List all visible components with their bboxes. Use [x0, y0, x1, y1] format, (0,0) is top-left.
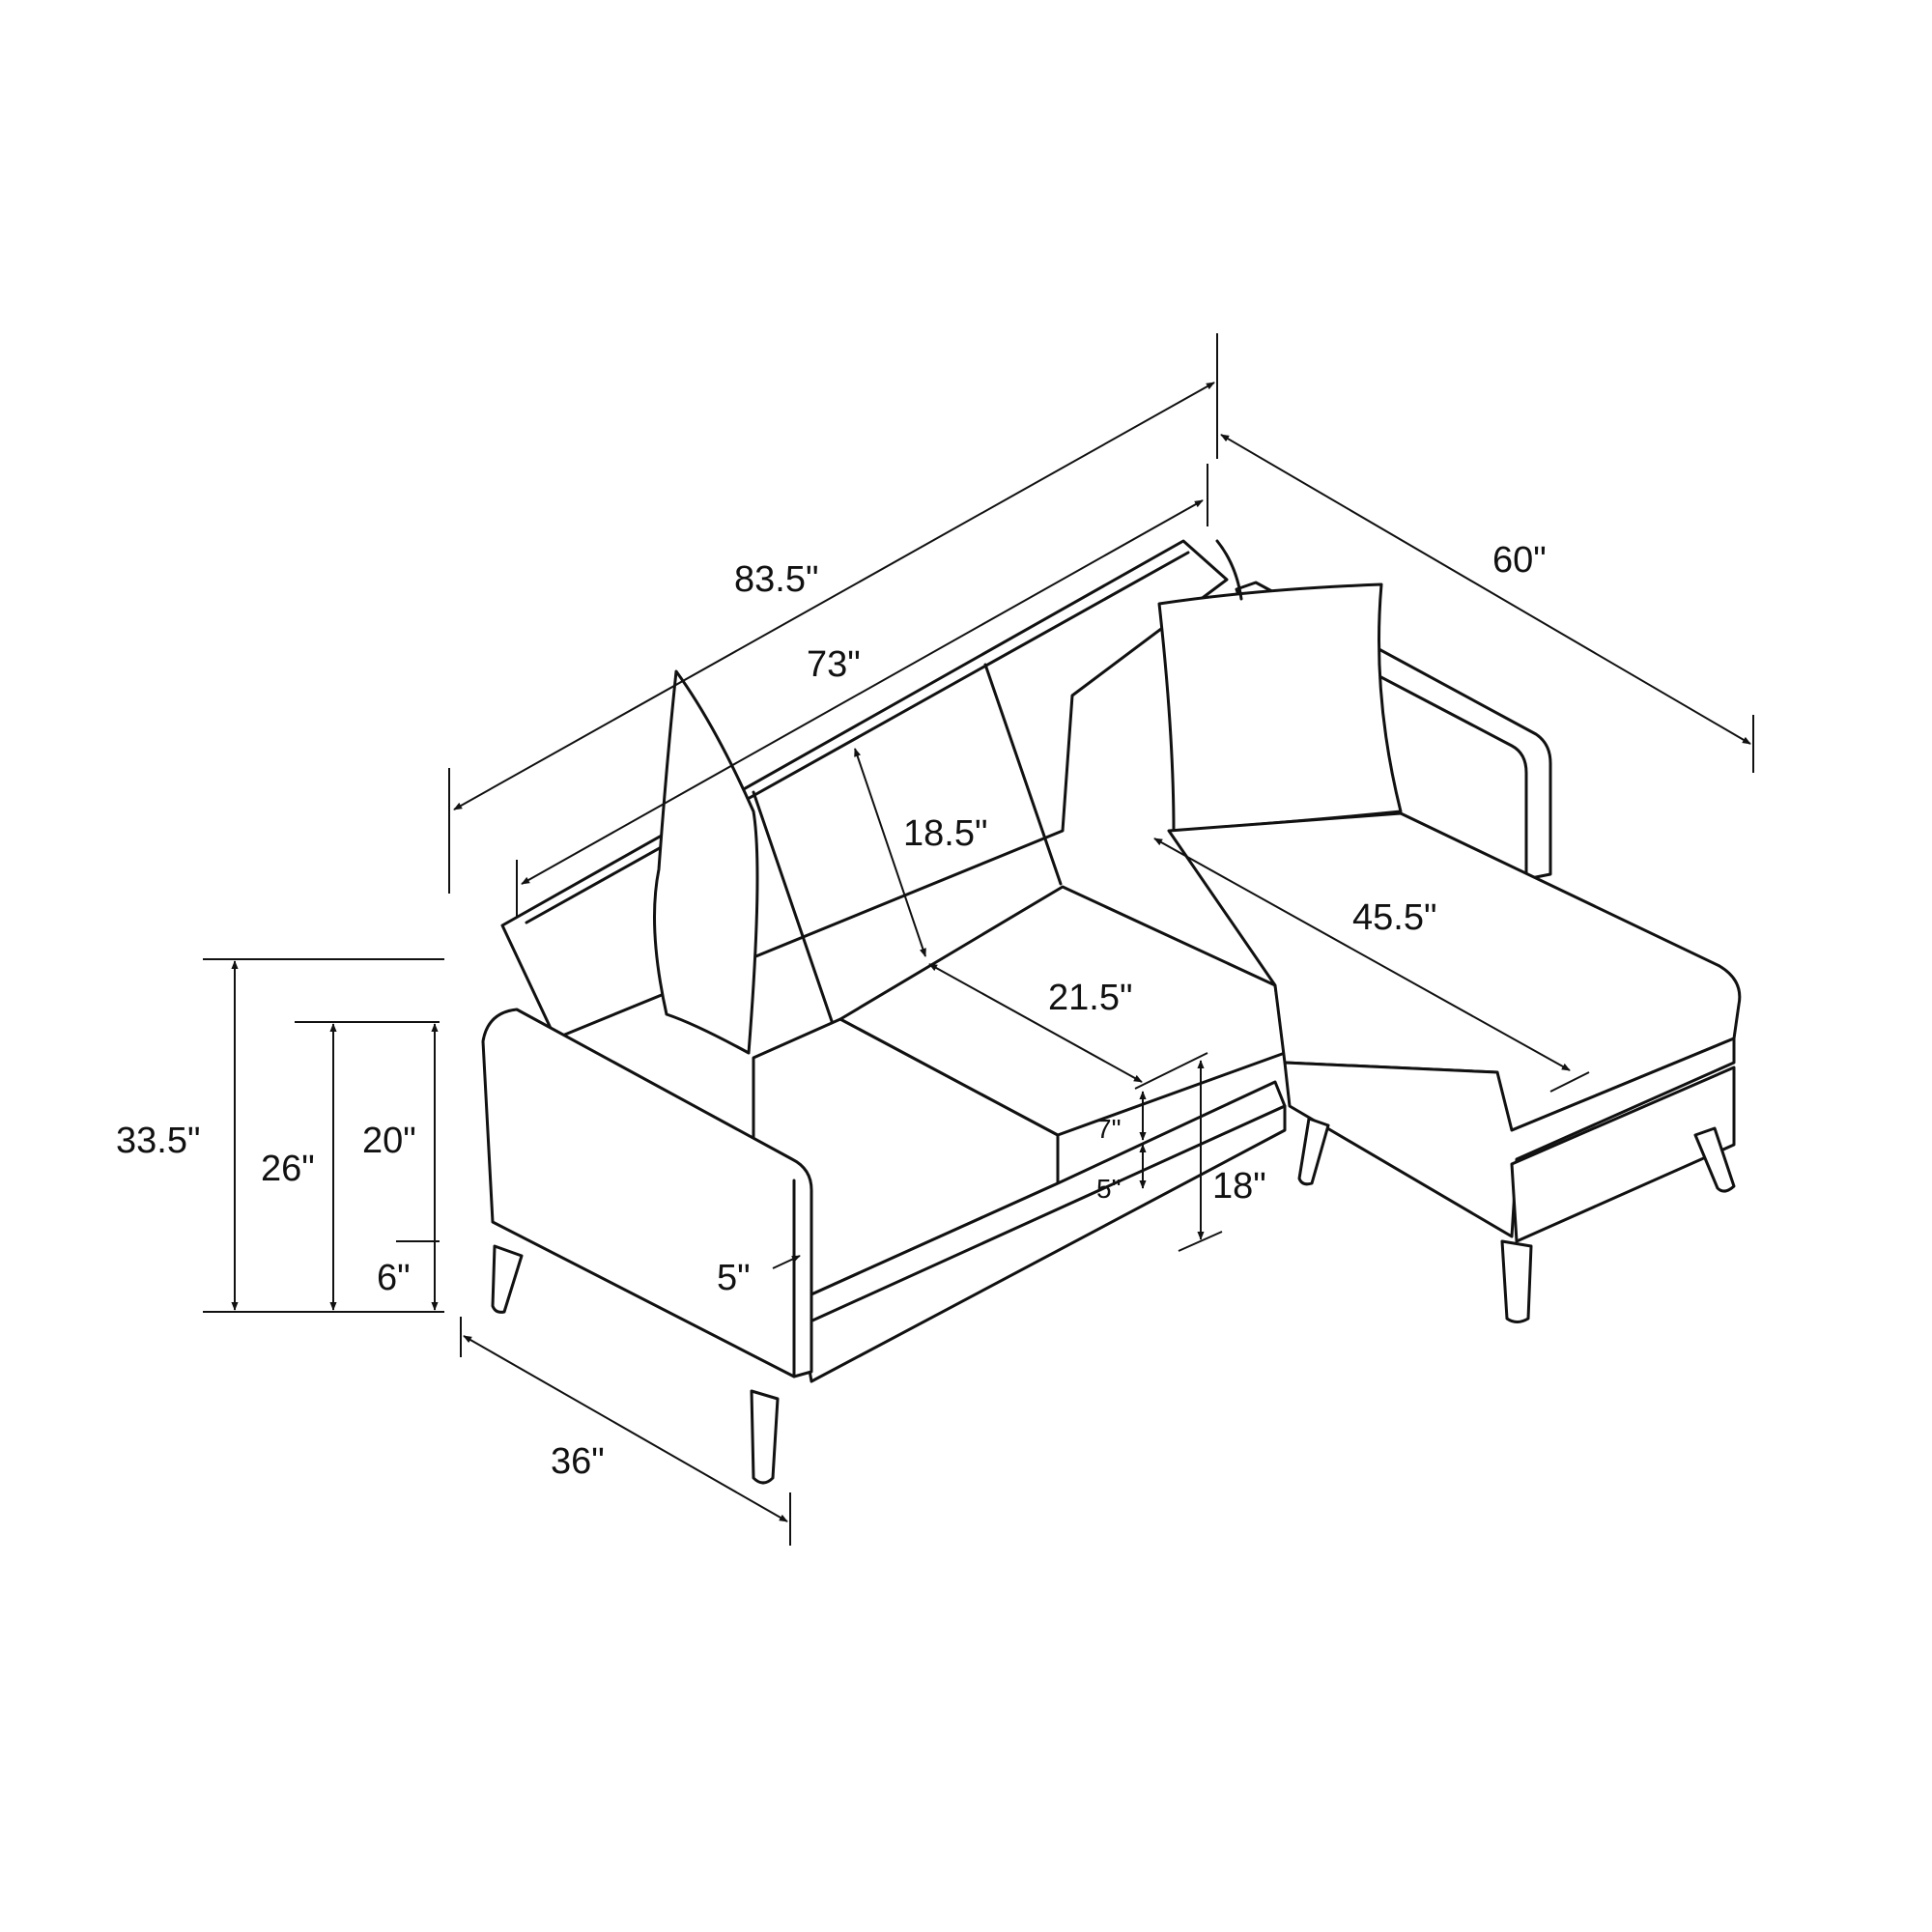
- dimension-lines: [203, 333, 1754, 1546]
- label-frame-height: 5": [1096, 1174, 1122, 1204]
- leg-chaise-right: [1693, 1126, 1736, 1193]
- label-seat-height: 18": [1212, 1166, 1266, 1207]
- label-seat-depth: 21.5": [1048, 978, 1132, 1018]
- leg-chaise-front: [1500, 1239, 1533, 1323]
- label-arm-body-height: 20": [362, 1121, 416, 1161]
- label-chaise-seat-length: 45.5": [1352, 897, 1436, 938]
- label-arm-height: 26": [261, 1149, 315, 1189]
- pillow-left: [653, 669, 759, 1055]
- label-seat-width: 73": [807, 644, 861, 685]
- label-overall-height: 33.5": [116, 1121, 200, 1161]
- label-chaise-length: 60": [1492, 540, 1547, 581]
- label-overall-depth: 36": [551, 1441, 605, 1482]
- sofa-left-arm: [481, 1008, 813, 1378]
- label-arm-width: 5": [717, 1258, 751, 1298]
- label-cushion-thickness: 7": [1096, 1114, 1122, 1144]
- leg-front-center: [750, 1389, 780, 1485]
- leg-front-left: [491, 1244, 524, 1314]
- leg-chaise-back: [1297, 1117, 1330, 1186]
- label-back-height: 18.5": [903, 813, 987, 854]
- pillow-right: [1157, 582, 1403, 833]
- label-leg-height: 6": [377, 1258, 411, 1298]
- label-overall-width: 83.5": [734, 559, 818, 600]
- chaise-base: [1283, 1037, 1736, 1238]
- dimension-labels: 83.5" 73" 60" 18.5" 45.5" 21.5" 7" 5" 18…: [116, 540, 1547, 1482]
